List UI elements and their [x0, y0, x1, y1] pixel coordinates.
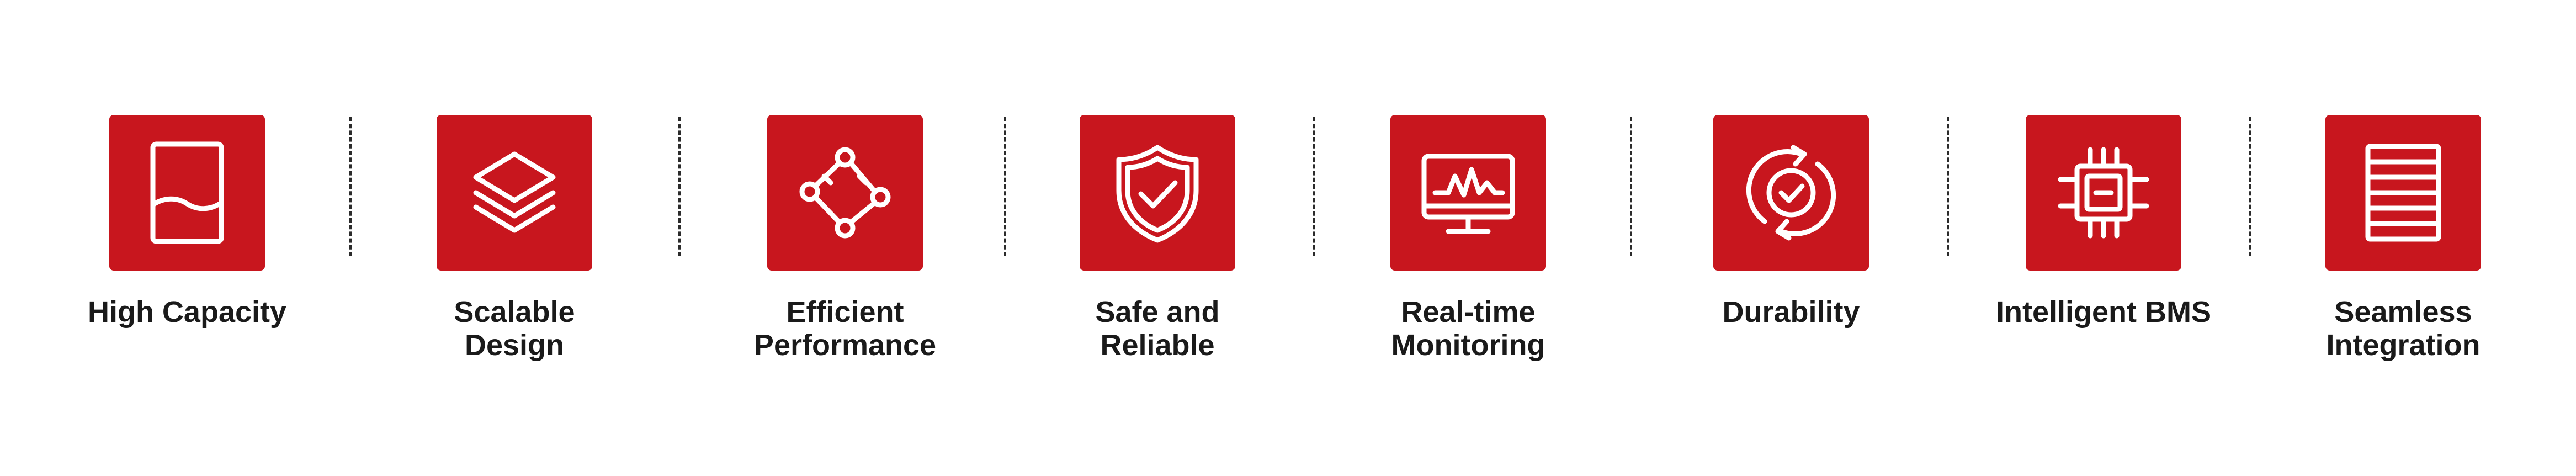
feature-label: Safe and Reliable: [1095, 295, 1220, 362]
dashed-divider: [678, 117, 681, 256]
feature-real-time-monitoring: Real-time Monitoring: [1330, 0, 1606, 476]
feature-label: Efficient Performance: [753, 295, 937, 362]
feature-label: High Capacity: [87, 295, 287, 329]
feature-icon-tile: [1080, 115, 1235, 271]
feature-icon-tile: [767, 115, 923, 271]
feature-label: Real-time Monitoring: [1391, 295, 1545, 362]
feature-label: Intelligent BMS: [1996, 295, 2211, 329]
dashed-divider: [349, 117, 352, 256]
feature-scalable-design: Scalable Design: [376, 0, 652, 476]
feature-durability: Durability: [1653, 0, 1929, 476]
feature-safe-and-reliable: Safe and Reliable: [1019, 0, 1295, 476]
feature-efficient-performance: Efficient Performance: [707, 0, 983, 476]
shield-check-icon: [1116, 145, 1199, 243]
dashed-divider: [1313, 117, 1315, 256]
cycle-check-icon: [1746, 145, 1836, 241]
feature-icon-tile: [2026, 115, 2181, 271]
dashed-divider: [1630, 117, 1632, 256]
feature-intelligent-bms: Intelligent BMS: [1966, 0, 2242, 476]
feature-label: Durability: [1722, 295, 1860, 329]
feature-label: Seamless Integration: [2326, 295, 2481, 362]
feature-icon-tile: [1713, 115, 1869, 271]
feature-icon-tile: [109, 115, 265, 271]
monitor-pulse-icon: [1421, 154, 1515, 234]
stacked-layers-icon: [473, 151, 556, 233]
dashed-divider: [1004, 117, 1006, 256]
feature-icon-tile: [2325, 115, 2481, 271]
feature-label: Scalable Design: [454, 295, 575, 362]
dashed-divider: [2249, 117, 2251, 256]
dashed-divider: [1947, 117, 1949, 256]
feature-icon-tile: [437, 115, 592, 271]
feature-seamless-integration: Seamless Integration: [2265, 0, 2541, 476]
node-network-icon: [799, 147, 891, 239]
battery-capacity-icon: [150, 141, 224, 244]
feature-icon-tile: [1390, 115, 1546, 271]
rack-module-icon: [2365, 144, 2441, 242]
chip-icon: [2058, 147, 2149, 239]
feature-high-capacity: High Capacity: [49, 0, 325, 476]
